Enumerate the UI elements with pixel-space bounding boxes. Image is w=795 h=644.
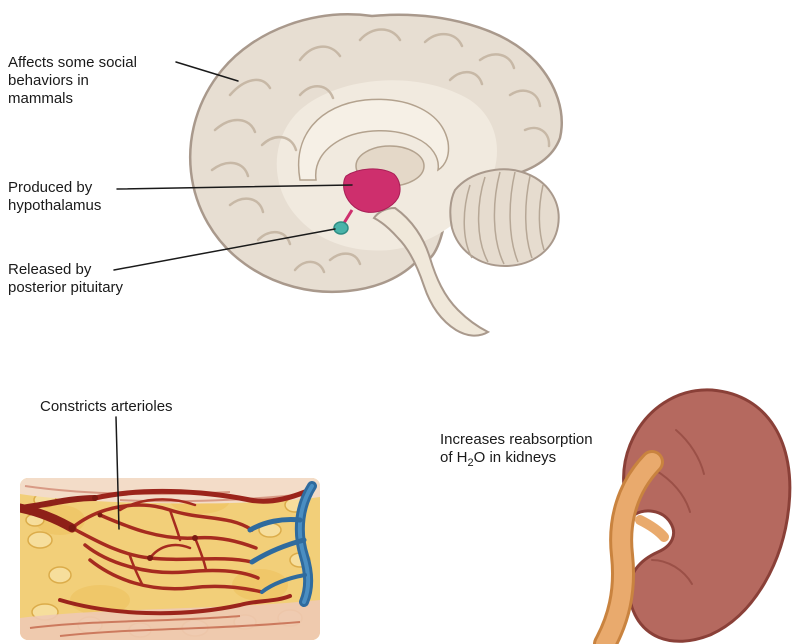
brain-illustration [189, 13, 563, 337]
leader-line-social [175, 61, 239, 82]
gyri-lines [210, 28, 551, 274]
ureter-shape [593, 450, 669, 644]
label-line: Constricts arterioles [40, 398, 173, 415]
pituitary-stalk-shape [342, 209, 354, 224]
label-line: behaviors in [8, 72, 89, 89]
leader-line-pituitary [113, 228, 336, 271]
corpus-callosum-shape [297, 98, 450, 181]
label-social-behaviors: Affects some social behaviors in mammals [8, 54, 137, 108]
label-line: mammals [8, 90, 74, 107]
arteriole-vessel [20, 488, 308, 616]
leader-line-hypothalamus [116, 184, 353, 190]
label-text-subscript: 2 [467, 457, 474, 469]
kidney-shape [622, 388, 792, 643]
arteriole-illustration [20, 478, 320, 640]
tissue-band-bottom-streaks [29, 615, 301, 637]
label-increases-reabsorption-kidneys: Increases reabsorption of H2O in kidneys [440, 431, 593, 472]
leader-line-arterioles [115, 416, 120, 530]
label-constricts-arterioles: Constricts arterioles [40, 398, 173, 416]
label-line: of H2O in kidneys [440, 449, 593, 472]
label-text-suffix: O in kidneys [473, 449, 557, 466]
kidney-crease-lines [651, 429, 705, 585]
label-line: posterior pituitary [8, 279, 124, 296]
label-line: Affects some social [8, 54, 137, 71]
vessel-junction-dots [68, 495, 198, 561]
label-line: hypothalamus [8, 197, 102, 214]
leader-lines [113, 61, 353, 530]
hypothalamus-shape [343, 168, 401, 213]
label-line: Increases reabsorption [440, 431, 593, 448]
brainstem-shape [372, 206, 491, 337]
capillary-network [70, 498, 264, 594]
kidney-illustration [593, 388, 792, 644]
venule-vessel [247, 481, 317, 607]
label-line: Released by [8, 261, 92, 278]
label-text-prefix: of H [440, 449, 468, 466]
cerebellum-shape [449, 168, 560, 268]
label-line: Produced by [8, 179, 93, 196]
label-produced-by-hypothalamus: Produced by hypothalamus [8, 179, 101, 215]
pituitary-shape [333, 221, 349, 235]
label-released-by-posterior-pituitary: Released by posterior pituitary [8, 261, 123, 297]
cerebellum-striations [463, 171, 545, 265]
